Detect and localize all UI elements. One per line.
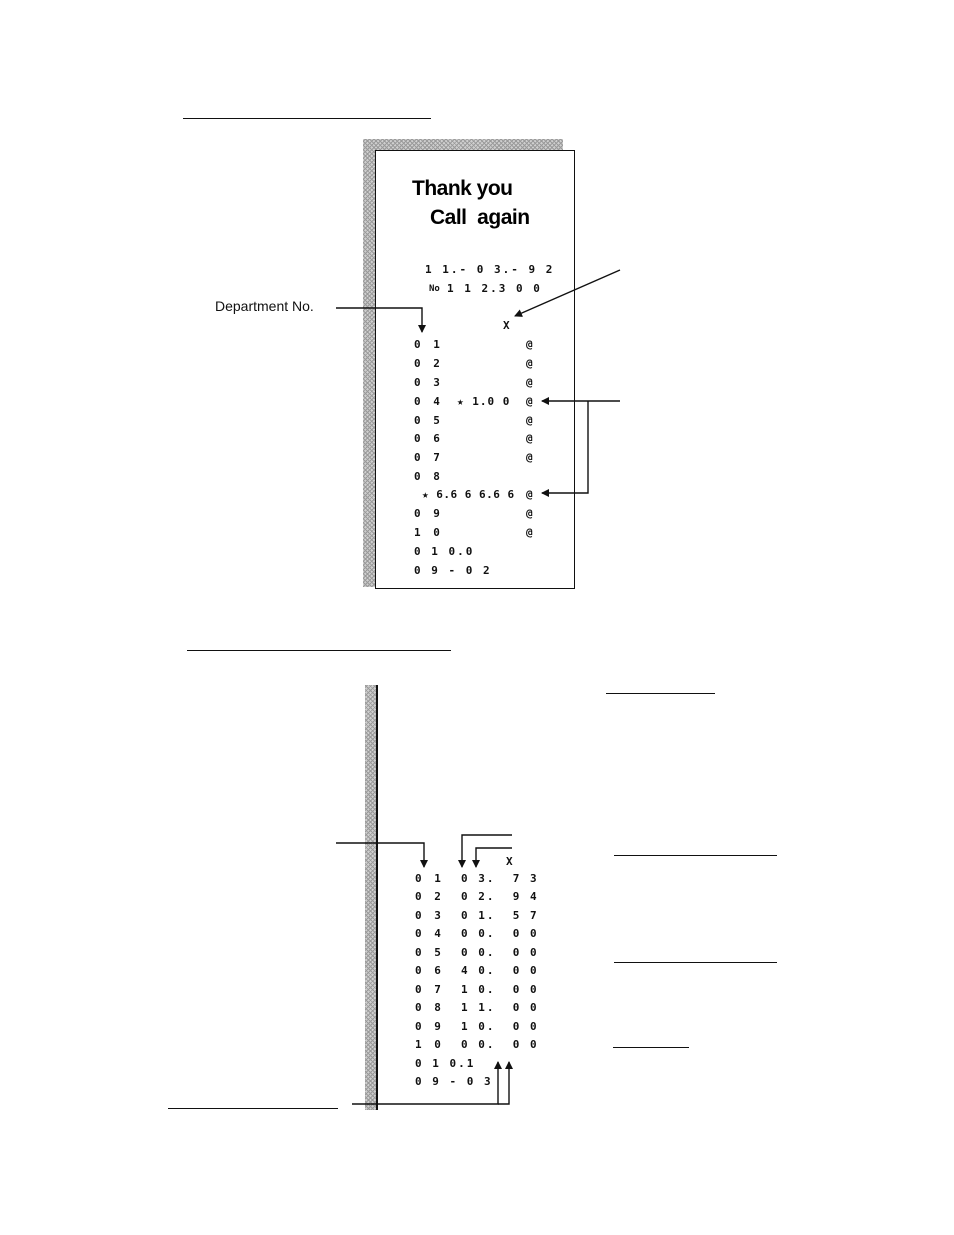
row-value: 1 1. 0 0	[461, 1001, 539, 1014]
receipt-2-footer-1: 0 1 0.1	[415, 1057, 476, 1070]
row-dept: 0 2	[415, 890, 444, 903]
row-dept: 0 9	[415, 1020, 444, 1033]
row-dept: 0 1	[414, 338, 443, 351]
row-dept: 0 8	[414, 470, 443, 483]
row-dept: 0 6	[414, 432, 443, 445]
row-dept: 0 6	[415, 964, 444, 977]
row-dept: 0 7	[414, 451, 443, 464]
row-mark: @	[526, 432, 536, 445]
row-mid: ★ 6.6 6 6.6 6	[422, 488, 515, 501]
section-1-heading-rule	[183, 118, 431, 119]
receipt-1-number: 1 1 2.3 0 0	[447, 282, 542, 295]
right-heading-rule-4	[613, 1047, 689, 1048]
receipt-1	[375, 150, 575, 589]
row-mark: @	[526, 488, 536, 501]
row-dept: 0 5	[414, 414, 443, 427]
receipt-2-value-arrow-1	[458, 834, 512, 868]
row-dept: 1 0	[414, 526, 443, 539]
receipt-2-x-mark: X	[506, 855, 516, 868]
row-value: 0 0. 0 0	[461, 946, 539, 959]
row-mark: @	[526, 338, 536, 351]
receipt-1-number-prefix: No	[429, 284, 440, 294]
receipt-2-bottom-arrow-1	[352, 1061, 502, 1105]
row-value: 1 0. 0 0	[461, 983, 539, 996]
receipt-1-greeting-line-1: Thank you	[412, 177, 513, 200]
row-value: 0 2. 9 4	[461, 890, 539, 903]
row-mark: @	[526, 526, 536, 539]
at-mark-bracket	[541, 401, 589, 497]
receipt-1-x-mark: X	[503, 319, 513, 332]
section-2-heading-rule	[187, 650, 451, 651]
row-mark: @	[526, 414, 536, 427]
row-dept: 0 4	[414, 395, 443, 408]
receipt-2-left-edge	[376, 685, 378, 1110]
receipt-2-shadow	[365, 685, 376, 1110]
row-mid: ★ 1.0 0	[457, 395, 511, 408]
right-heading-rule-2	[614, 855, 777, 856]
receipt-2-dept-arrow	[336, 842, 428, 868]
row-dept: 0 4	[415, 927, 444, 940]
row-dept: 0 7	[415, 983, 444, 996]
row-dept: 0 3	[414, 376, 443, 389]
right-heading-rule-3	[614, 962, 777, 963]
receipt-1-footer-1: 0 1 0.0	[414, 545, 475, 558]
row-dept: 0 2	[414, 357, 443, 370]
row-mark: @	[526, 376, 536, 389]
row-value: 0 0. 0 0	[461, 927, 539, 940]
row-dept: 1 0	[415, 1038, 444, 1051]
row-value: 1 0. 0 0	[461, 1020, 539, 1033]
receipt-1-footer-2: 0 9 - 0 2	[414, 564, 492, 577]
row-mark: @	[526, 395, 536, 408]
row-value: 0 0. 0 0	[461, 1038, 539, 1051]
row-mark: @	[526, 357, 536, 370]
bottom-left-heading-rule	[168, 1108, 338, 1109]
receipt-1-date: 1 1.- 0 3.- 9 2	[425, 263, 555, 276]
row-dept: 0 5	[415, 946, 444, 959]
receipt-2-value-arrow-2	[472, 847, 512, 868]
row-mark: @	[526, 507, 536, 520]
right-heading-rule-1	[606, 693, 715, 694]
row-dept: 0 9	[414, 507, 443, 520]
receipt-1-greeting-line-2: Call again	[430, 206, 530, 229]
row-dept: 0 1	[415, 872, 444, 885]
row-dept: 0 8	[415, 1001, 444, 1014]
row-dept: 0 3	[415, 909, 444, 922]
row-value: 4 0. 0 0	[461, 964, 539, 977]
x-mark-arrow	[514, 269, 621, 317]
row-value: 0 1. 5 7	[461, 909, 539, 922]
receipt-2-footer-2: 0 9 - 0 3	[415, 1075, 493, 1088]
row-value: 0 3. 7 3	[461, 872, 539, 885]
row-mark: @	[526, 451, 536, 464]
department-no-arrow	[336, 307, 426, 333]
department-no-label: Department No.	[215, 298, 314, 314]
receipt-2-bottom-arrow-2	[498, 1061, 513, 1105]
